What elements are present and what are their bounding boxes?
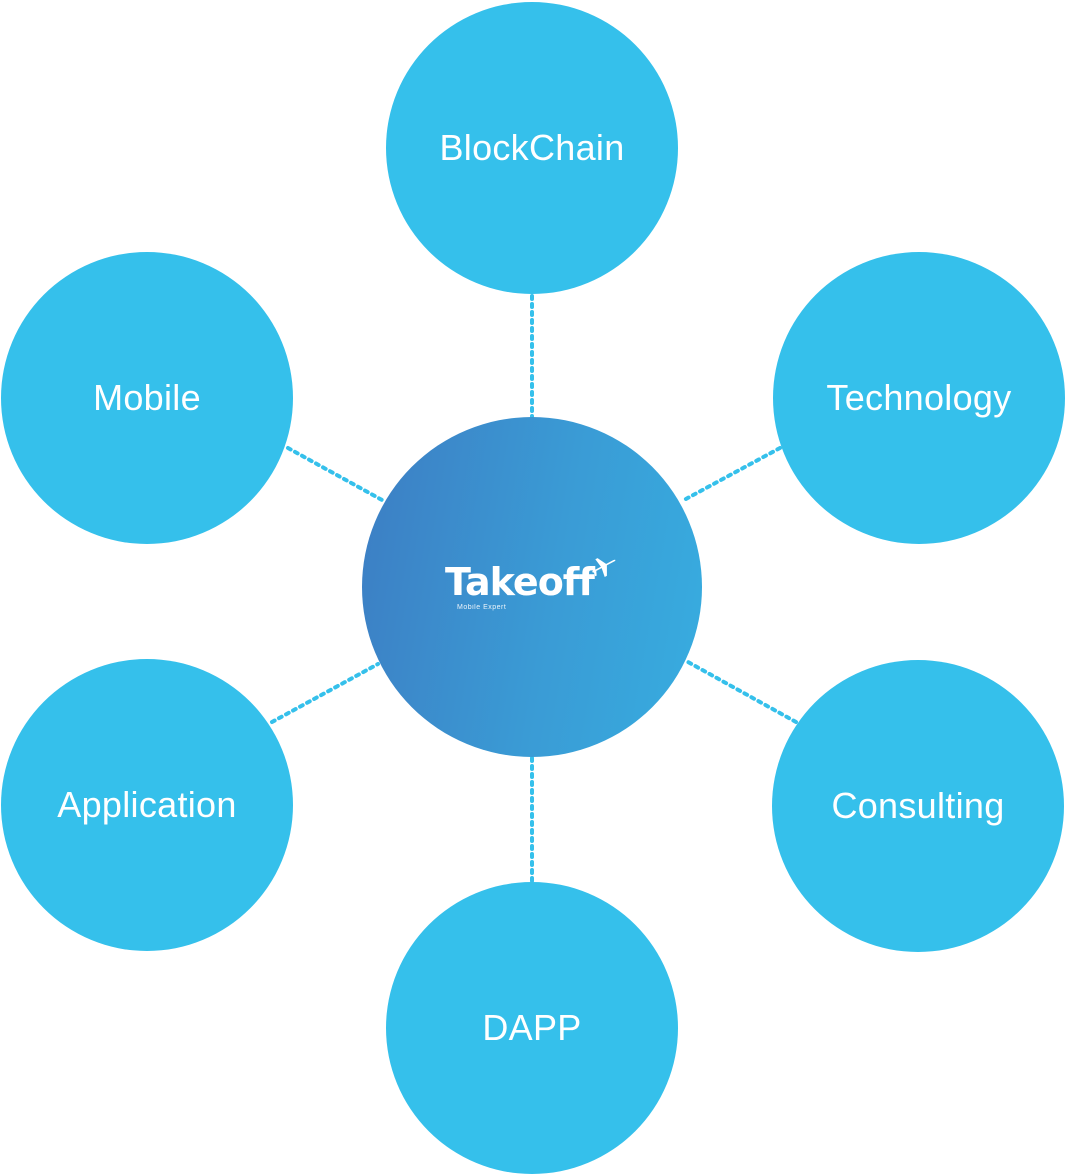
node-dapp: DAPP [386,882,678,1174]
node-label-application: Application [57,784,237,825]
node-label-dapp: DAPP [482,1007,582,1048]
connector-technology [682,446,782,502]
node-label-mobile: Mobile [93,377,201,418]
node-label-technology: Technology [826,377,1012,418]
node-blockchain: BlockChain [386,2,678,294]
node-label-consulting: Consulting [831,785,1005,826]
connector-mobile [286,446,384,502]
airplane-icon [590,558,616,577]
node-mobile: Mobile [1,252,293,544]
node-technology: Technology [773,252,1065,544]
node-application: Application [1,659,293,951]
brand-wordmark: Takeoff [445,560,595,604]
takeoff-logo: Takeoff Mobile Expert [437,552,627,622]
connector-consulting [686,660,798,724]
node-label-blockchain: BlockChain [439,127,625,168]
center-hub: Takeoff Mobile Expert [362,417,702,757]
connector-application [270,662,380,724]
brand-tagline: Mobile Expert [457,604,507,611]
node-consulting: Consulting [772,660,1064,952]
